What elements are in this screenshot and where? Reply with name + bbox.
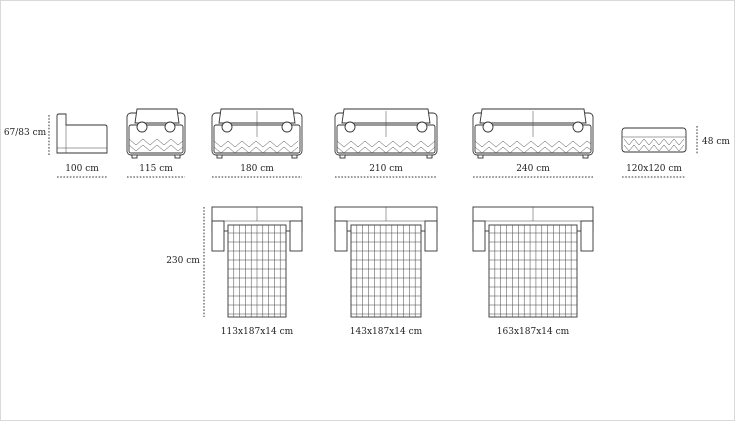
armchair-115-front — [126, 108, 186, 159]
pouf-size-label: 120x120 cm — [626, 164, 682, 174]
bed-size-label-1: 113x187x14 cm — [221, 327, 294, 337]
sofa-bed-240-plan — [472, 206, 594, 318]
sofa-side-view — [56, 113, 108, 154]
bed-length-label: 230 cm — [166, 256, 200, 266]
depth-label: 100 cm — [65, 164, 99, 174]
sofa-240-front — [472, 108, 594, 159]
width-label-210: 210 cm — [369, 164, 403, 174]
width-label-180: 180 cm — [240, 164, 274, 174]
sofa-180-front — [211, 108, 303, 159]
pouf-front — [621, 127, 687, 153]
sofa-210-front — [334, 108, 438, 159]
pouf-height-label: 48 cm — [702, 137, 730, 147]
width-label-115: 115 cm — [139, 164, 173, 174]
sofa-bed-210-plan — [334, 206, 438, 318]
bed-size-label-2: 143x187x14 cm — [350, 327, 423, 337]
sofa-bed-180-plan — [211, 206, 303, 318]
width-label-240: 240 cm — [516, 164, 550, 174]
height-label: 67/83 cm — [4, 128, 47, 138]
bed-size-label-3: 163x187x14 cm — [497, 327, 570, 337]
